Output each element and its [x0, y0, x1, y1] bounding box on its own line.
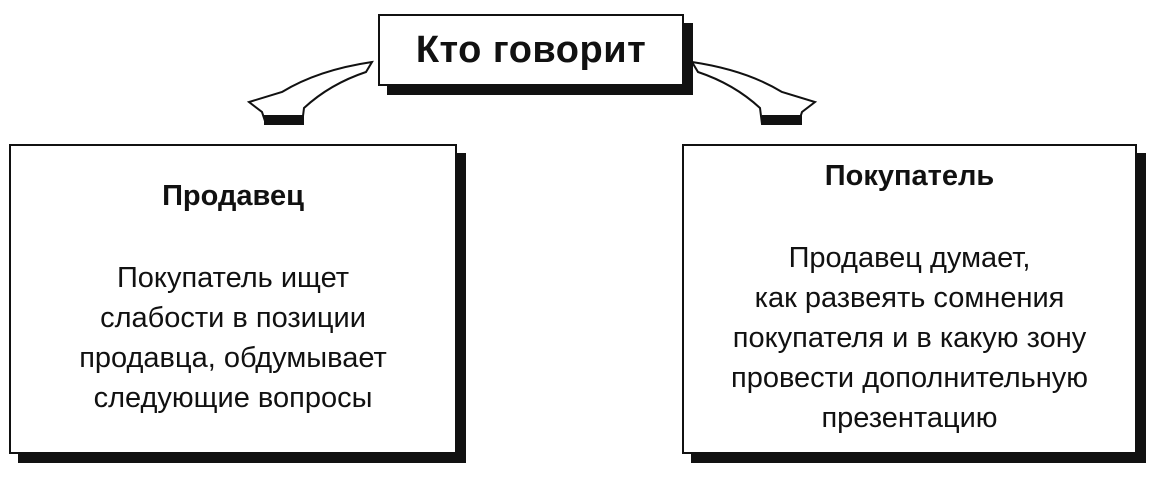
seller-description-line: Покупатель ищет	[116, 262, 350, 294]
seller-heading: Продавец	[162, 180, 304, 212]
seller-description-line: продавца, обдумывает	[79, 342, 387, 374]
right-curved-arrow	[690, 60, 818, 125]
seller-description: Покупатель ищет слабости в позиции прода…	[11, 258, 455, 418]
buyer-description-line: покупателя и в какую зону	[732, 322, 1087, 354]
buyer-description-line: презентацию	[821, 402, 998, 434]
buyer-heading: Покупатель	[824, 160, 995, 192]
buyer-description-line: Продавец думает,	[788, 242, 1031, 274]
buyer-box: Покупатель Продавец думает, как развеять…	[682, 144, 1137, 454]
seller-description-line: следующие вопросы	[93, 382, 373, 414]
who-speaks-box: Кто говорит	[378, 14, 684, 86]
left-curved-arrow	[246, 60, 374, 125]
seller-box: Продавец Покупатель ищет слабости в пози…	[9, 144, 457, 454]
buyer-description-line: провести дополнительную	[730, 362, 1088, 394]
buyer-description: Продавец думает, как развеять сомнения п…	[684, 238, 1135, 438]
buyer-description-line: как развеять сомнения	[754, 282, 1065, 314]
seller-description-line: слабости в позиции	[100, 302, 366, 334]
diagram-title: Кто говорит	[415, 28, 647, 71]
